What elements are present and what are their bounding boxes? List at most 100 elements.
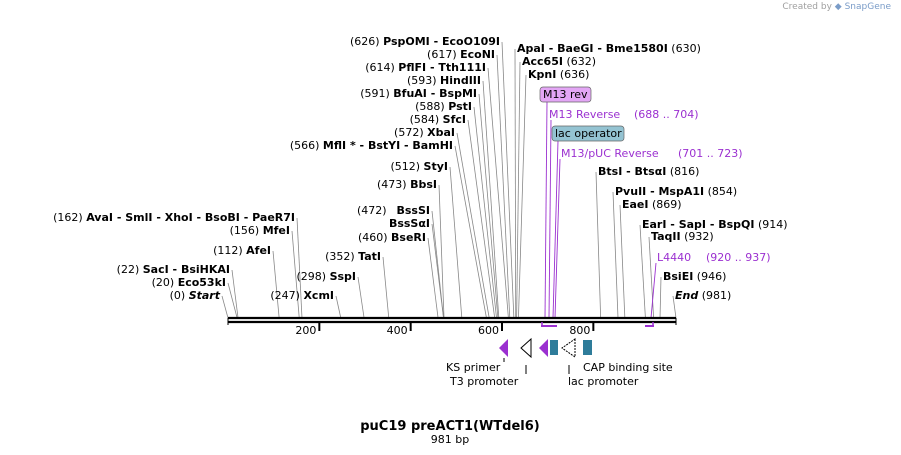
site-connector <box>619 204 626 319</box>
enzyme-name: Bme1580I <box>606 42 668 55</box>
enzyme-name: SfcI <box>443 113 466 126</box>
m13-rev-label: M13 rev <box>543 88 588 101</box>
enzyme-label-text: (22) SacI - BsiHKAI <box>117 263 230 276</box>
enzyme-label-text: BtsI - BtsαI (816) <box>598 165 699 178</box>
site-position: (946) <box>693 270 726 283</box>
enzyme-name: SapI <box>679 218 706 231</box>
site-position: (914) <box>755 218 788 231</box>
enzyme-name: AfeI <box>246 244 271 257</box>
enzyme-name: BamHI <box>412 139 453 152</box>
site-connector <box>501 41 515 319</box>
enzyme-name: EaeI <box>622 198 649 211</box>
feature-glyphs <box>499 337 592 374</box>
enzyme-label-left: (584) SfcI <box>410 113 466 126</box>
site-connector <box>514 48 517 319</box>
site-position: (632) <box>563 55 596 68</box>
enzyme-name: SacI <box>143 263 169 276</box>
enzyme-name: BbsI <box>410 178 437 191</box>
enzyme-name: BtsαI <box>635 165 667 178</box>
enzyme-name: ApaI <box>517 42 545 55</box>
site-connector <box>431 223 444 319</box>
plasmid-length: 981 bp <box>431 433 469 446</box>
enzyme-name: TatI <box>358 250 381 263</box>
enzyme-label-left: (617) EcoNI <box>427 48 495 61</box>
enzyme-label-text: (298) SspI <box>296 270 356 283</box>
enzyme-label-right: KpnI (636) <box>528 68 589 81</box>
cap-site-label: CAP binding site <box>583 361 673 374</box>
primer-bars <box>541 322 654 327</box>
ks-primer-label: KS primer <box>446 361 501 374</box>
axis-tick-label: 200 <box>295 324 316 337</box>
enzyme-label-left: (626) PspOMI - EcoO109I <box>350 35 500 48</box>
site-position: (566) <box>290 139 323 152</box>
enzyme-label-text: (473) BbsI <box>377 178 437 191</box>
enzyme-label-text: (247) XcmI <box>270 289 334 302</box>
site-position: (0) <box>170 289 189 302</box>
m13-reverse-range: (688 .. 704) <box>634 108 699 121</box>
enzyme-label-text: BssSI <box>397 204 431 217</box>
site-position: (816) <box>666 165 699 178</box>
primer-connector <box>548 119 552 319</box>
site-position: (584) <box>410 113 443 126</box>
enzyme-name: BsiHKAI <box>181 263 230 276</box>
enzyme-label-text: BssSαI <box>389 217 430 230</box>
site-connector <box>478 93 499 319</box>
enzyme-label-text: (591) BfuAI - BspMI <box>360 87 477 100</box>
enzyme-name: EarI <box>642 218 666 231</box>
site-position: (512) <box>390 160 423 173</box>
enzyme-label-left: (512) StyI <box>390 160 448 173</box>
site-position: (932) <box>681 230 714 243</box>
site-connector <box>518 74 527 319</box>
enzyme-label-text: (588) PstI <box>415 100 472 113</box>
enzyme-name: HindIII <box>440 74 481 87</box>
enzyme-label-left: (162) AvaI - SmlI - XhoI - BsoBI - PaeR7… <box>53 211 295 224</box>
enzyme-label-left: (112) AfeI <box>213 244 271 257</box>
enzyme-name: KpnI <box>528 68 556 81</box>
enzyme-label-text: (0) Start <box>170 289 221 302</box>
site-connector <box>221 295 229 319</box>
enzyme-name: TaqII <box>651 230 681 243</box>
credit-brand: SnapGene <box>844 2 891 12</box>
site-connector <box>595 171 602 319</box>
enzyme-label-left: (591) BfuAI - BspMI <box>360 87 477 100</box>
enzyme-name: Acc65I <box>522 55 563 68</box>
site-connector <box>496 54 511 319</box>
m13-puc-reverse-range: (701 .. 723) <box>678 147 743 160</box>
site-position: (352) <box>325 250 358 263</box>
site-position: (22) <box>117 263 143 276</box>
enzyme-label-text: (112) AfeI <box>213 244 271 257</box>
l4440-range: (920 .. 937) <box>706 251 771 264</box>
enzyme-name: XbaI <box>427 126 455 139</box>
lac-operator-box-icon <box>550 340 558 355</box>
enzyme-name: PspOMI <box>383 35 430 48</box>
lac-operator-box <box>551 125 625 142</box>
enzyme-name: BssSI <box>397 204 431 217</box>
enzyme-label-left: (156) MfeI <box>230 224 290 237</box>
enzyme-name: BspQI <box>718 218 754 231</box>
enzyme-label-text: Acc65I (632) <box>522 55 596 68</box>
dna-backbone <box>227 316 677 325</box>
enzyme-name: End <box>675 289 698 302</box>
site-position: (112) <box>213 244 246 257</box>
enzyme-name: MspA1I <box>658 185 704 198</box>
enzyme-label-text: TaqII (932) <box>651 230 714 243</box>
lac-promoter-label: lac promoter <box>568 375 639 388</box>
site-position: (572) <box>394 126 427 139</box>
site-position: (869) <box>649 198 682 211</box>
enzyme-name: BseRI <box>391 231 426 244</box>
enzyme-name: XcmI <box>303 289 334 302</box>
enzyme-label-text: (162) AvaI - SmlI - XhoI - BsoBI - PaeR7… <box>53 211 295 224</box>
site-connector <box>487 67 509 319</box>
site-position: (636) <box>556 68 589 81</box>
enzyme-label-left: (566) MflI * - BstYI - BamHI <box>290 139 453 152</box>
site-position: (588) <box>415 100 448 113</box>
enzyme-name: MfeI <box>263 224 290 237</box>
site-connector <box>291 230 300 319</box>
enzyme-label-right: PvuII - MspA1I (854) <box>615 185 737 198</box>
axis-tick-label: 800 <box>569 324 590 337</box>
enzyme-label-left: (572) XbaI <box>394 126 455 139</box>
enzyme-label-text: End (981) <box>675 289 731 302</box>
site-position: (591) <box>360 87 393 100</box>
enzyme-name: EcoO109I <box>442 35 500 48</box>
